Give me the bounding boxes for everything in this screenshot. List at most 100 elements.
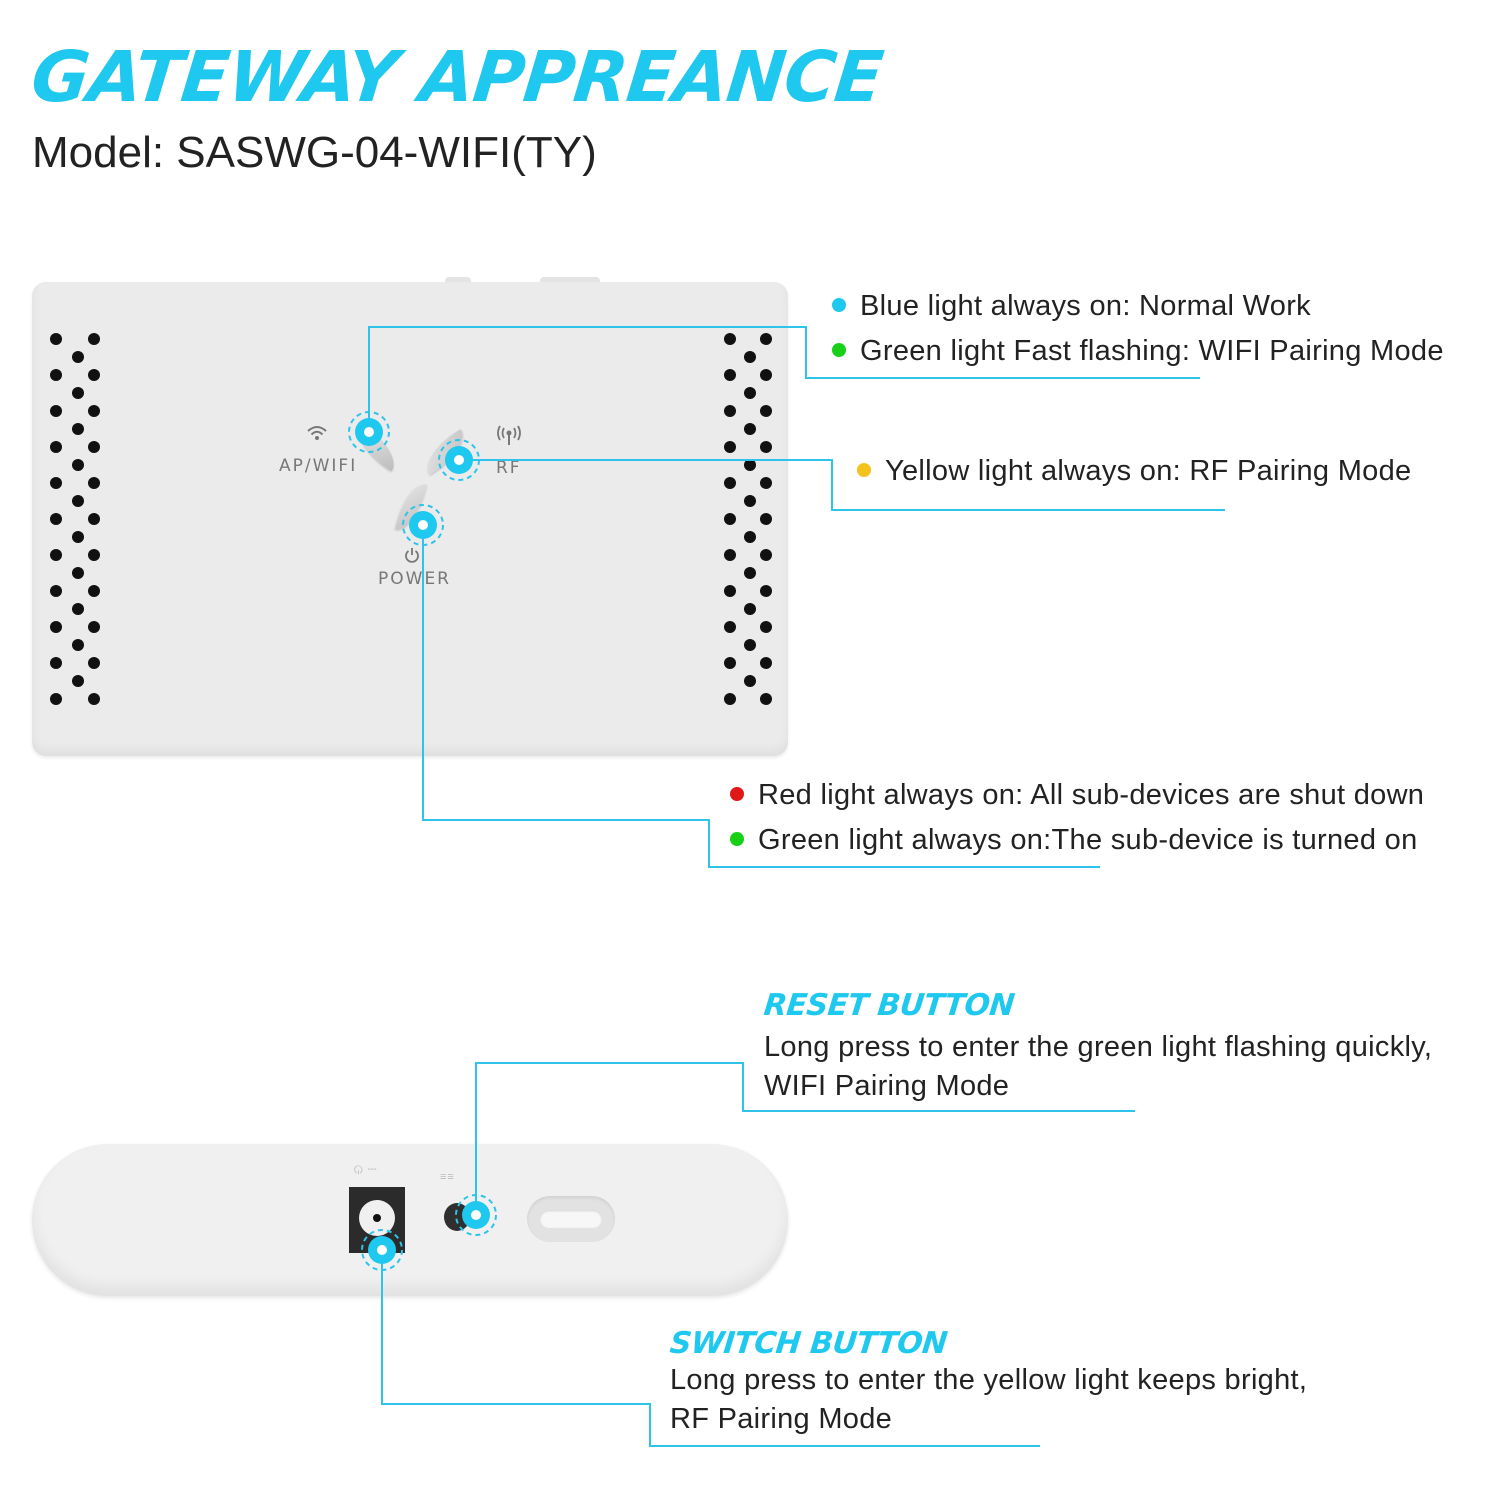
vent-hole	[724, 549, 736, 561]
vent-hole	[72, 567, 84, 579]
power-icon	[404, 547, 420, 563]
vent-hole	[744, 603, 756, 615]
vent-hole	[72, 495, 84, 507]
vent-hole	[88, 441, 100, 453]
vent-hole	[744, 567, 756, 579]
power-label: POWER	[378, 569, 451, 589]
wifi-label: AP/WIFI	[279, 456, 358, 476]
power-indicator-green: Green light always on:The sub-device is …	[730, 818, 1418, 862]
rf-label: RF	[496, 458, 522, 478]
vent-hole	[760, 585, 772, 597]
vent-hole	[760, 513, 772, 525]
switch-button-line1: Long press to enter the yellow light kee…	[670, 1364, 1308, 1396]
gateway-side-view	[32, 1144, 788, 1296]
indicator-text: Green light always on:The sub-device is …	[758, 824, 1418, 856]
vent-hole	[88, 405, 100, 417]
antenna-icon	[496, 425, 522, 447]
vent-hole	[50, 405, 62, 417]
vent-hole	[72, 351, 84, 363]
vent-hole	[760, 657, 772, 669]
reset-button[interactable]	[444, 1203, 470, 1231]
indicator-text: Yellow light always on: RF Pairing Mode	[885, 455, 1412, 487]
reset-button-heading: RESET BUTTON	[762, 988, 1016, 1023]
device-top-bump	[540, 277, 600, 285]
vent-hole	[724, 333, 736, 345]
wifi-indicator-green: Green light Fast flashing: WIFI Pairing …	[832, 329, 1444, 373]
status-dot	[730, 832, 744, 847]
vent-hole	[88, 693, 100, 705]
vent-hole	[760, 333, 772, 345]
vent-hole	[760, 549, 772, 561]
usb-port-slot	[540, 1210, 602, 1228]
device-top-bump	[445, 277, 471, 285]
vent-hole	[724, 369, 736, 381]
vent-hole	[724, 513, 736, 525]
vent-hole	[50, 477, 62, 489]
status-dot	[832, 343, 846, 358]
indicator-text: Red light always on: All sub-devices are…	[758, 779, 1425, 811]
model-number: Model: SASWG-04-WIFI(TY)	[32, 128, 597, 177]
vent-hole	[744, 423, 756, 435]
vent-hole	[744, 531, 756, 543]
vent-hole	[760, 405, 772, 417]
vent-hole	[744, 387, 756, 399]
vent-hole	[50, 693, 62, 705]
vent-hole	[88, 585, 100, 597]
vent-hole	[760, 369, 772, 381]
vent-hole	[50, 549, 62, 561]
power-indicator-red: Red light always on: All sub-devices are…	[730, 773, 1424, 817]
vent-hole	[724, 621, 736, 633]
vent-hole	[50, 369, 62, 381]
vent-hole	[744, 675, 756, 687]
vent-hole	[744, 639, 756, 651]
vent-hole	[88, 513, 100, 525]
vent-hole	[744, 495, 756, 507]
indicator-text: Blue light always on: Normal Work	[860, 290, 1311, 322]
vent-hole	[744, 351, 756, 363]
vent-hole	[50, 513, 62, 525]
vent-hole	[72, 423, 84, 435]
vent-hole	[50, 585, 62, 597]
wifi-icon	[306, 425, 328, 441]
vent-hole	[88, 369, 100, 381]
indicator-text: Green light Fast flashing: WIFI Pairing …	[860, 335, 1444, 367]
vent-hole	[88, 477, 100, 489]
vent-hole	[88, 549, 100, 561]
vent-hole	[724, 657, 736, 669]
vent-hole	[88, 621, 100, 633]
vent-hole	[724, 585, 736, 597]
vent-hole	[760, 693, 772, 705]
vent-hole	[72, 531, 84, 543]
reset-button-line1: Long press to enter the green light flas…	[764, 1031, 1433, 1063]
vent-hole	[72, 675, 84, 687]
reset-button-line2: WIFI Pairing Mode	[764, 1070, 1010, 1102]
power-port-pin	[373, 1214, 381, 1222]
vent-hole	[744, 459, 756, 471]
vent-hole	[50, 441, 62, 453]
vent-hole	[760, 621, 772, 633]
vent-hole	[760, 477, 772, 489]
reset-port-mark: ≡≡	[440, 1170, 455, 1182]
vent-hole	[724, 441, 736, 453]
vent-hole	[88, 333, 100, 345]
vent-hole	[724, 477, 736, 489]
power-port-mark: ⏻ ⎓	[354, 1163, 378, 1175]
vent-hole	[724, 693, 736, 705]
vent-hole	[50, 657, 62, 669]
rf-indicator-yellow: Yellow light always on: RF Pairing Mode	[857, 449, 1411, 493]
status-dot	[730, 787, 744, 802]
status-dot	[857, 463, 871, 478]
vent-hole	[72, 459, 84, 471]
status-dot	[832, 298, 846, 313]
vent-hole	[88, 657, 100, 669]
vent-hole	[72, 603, 84, 615]
vent-hole	[72, 387, 84, 399]
vent-hole	[72, 639, 84, 651]
switch-button-line2: RF Pairing Mode	[670, 1403, 893, 1435]
page-title: GATEWAY APPREANCE	[27, 36, 887, 118]
vent-hole	[50, 621, 62, 633]
vent-hole	[760, 441, 772, 453]
vent-hole	[50, 333, 62, 345]
vent-hole	[724, 405, 736, 417]
switch-button-heading: SWITCH BUTTON	[668, 1326, 949, 1361]
